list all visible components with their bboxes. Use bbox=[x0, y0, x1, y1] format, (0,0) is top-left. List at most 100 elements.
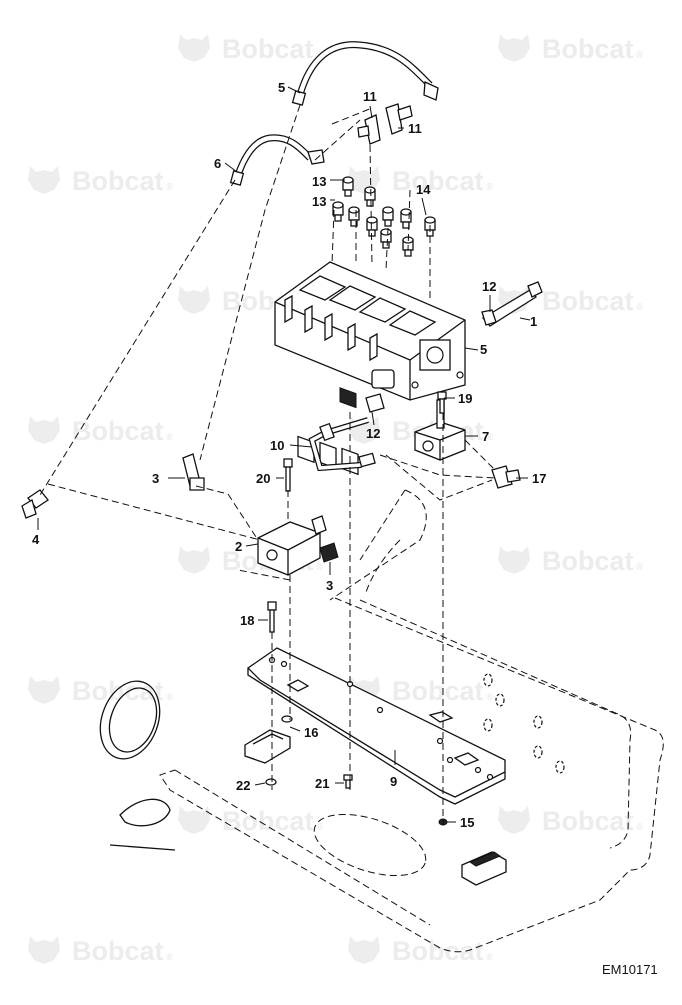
watermark-12: Bobcat® bbox=[178, 806, 324, 836]
bobcat-head-logo bbox=[498, 546, 530, 574]
callout-11-right: 11 bbox=[408, 121, 422, 136]
callout-3-left: 3 bbox=[152, 471, 159, 486]
watermark-layer: Bobcat®Bobcat®Bobcat®Bobcat®Bobcat®Bobca… bbox=[28, 34, 644, 966]
block-2 bbox=[257, 515, 339, 576]
watermark-15: Bobcat® bbox=[348, 936, 494, 966]
watermark-2: Bobcat® bbox=[28, 166, 174, 196]
watermark-registered-mark: ® bbox=[486, 952, 494, 963]
bobcat-head-logo bbox=[178, 34, 210, 62]
watermark-registered-mark: ® bbox=[166, 692, 174, 703]
watermark-1: Bobcat® bbox=[498, 34, 644, 64]
watermark-text: Bobcat bbox=[392, 676, 484, 706]
callout-3-right: 3 bbox=[326, 578, 333, 593]
hoses bbox=[229, 41, 439, 186]
callout-13-upper: 13 bbox=[312, 174, 326, 189]
callout-19: 19 bbox=[458, 391, 472, 406]
watermark-registered-mark: ® bbox=[166, 952, 174, 963]
watermark-registered-mark: ® bbox=[636, 302, 644, 313]
bobcat-head-logo bbox=[348, 936, 380, 964]
plug-fitting-1 bbox=[332, 201, 344, 222]
bobcat-head-logo bbox=[178, 806, 210, 834]
plug-fitting-3 bbox=[364, 186, 376, 207]
watermark-text: Bobcat bbox=[392, 166, 484, 196]
watermark-registered-mark: ® bbox=[486, 432, 494, 443]
callout-6: 7 bbox=[482, 429, 489, 444]
watermark-text: Bobcat bbox=[72, 416, 164, 446]
watermark-text: Bobcat bbox=[542, 546, 634, 576]
watermark-text: Bobcat bbox=[392, 936, 484, 966]
bobcat-head-logo bbox=[178, 286, 210, 314]
callout-2: 2 bbox=[235, 539, 242, 554]
callout-17: 17 bbox=[532, 471, 546, 486]
callout-22: 22 bbox=[236, 778, 250, 793]
callout-8: 6 bbox=[214, 156, 221, 171]
fitting-3-4 bbox=[21, 453, 205, 519]
valve-6 bbox=[414, 399, 466, 461]
plug-fitting-5 bbox=[382, 206, 394, 227]
callout-4: 4 bbox=[32, 532, 40, 547]
watermark-9: Bobcat® bbox=[498, 546, 644, 576]
watermark-3: Bobcat® bbox=[348, 166, 494, 196]
fitting-1 bbox=[481, 281, 543, 327]
fitting-12-lower bbox=[365, 393, 385, 413]
callout-12-lower: 12 bbox=[366, 426, 380, 441]
callout-13-lower: 13 bbox=[312, 194, 326, 209]
callout-1: 1 bbox=[530, 314, 537, 329]
watermark-registered-mark: ® bbox=[636, 562, 644, 573]
watermark-text: Bobcat bbox=[542, 806, 634, 836]
watermark-14: Bobcat® bbox=[28, 936, 174, 966]
watermark-text: Bobcat bbox=[222, 34, 314, 64]
watermark-10: Bobcat® bbox=[28, 676, 174, 706]
leader-lines bbox=[37, 86, 531, 823]
fittings-11 bbox=[357, 103, 413, 145]
callout-7: 5 bbox=[278, 80, 285, 95]
bobcat-head-logo bbox=[498, 34, 530, 62]
watermark-registered-mark: ® bbox=[316, 822, 324, 833]
watermark-registered-mark: ® bbox=[316, 562, 324, 573]
callout-labels: 5 6 11 11 13 13 14 12 1 5 19 12 7 10 3 2… bbox=[32, 80, 546, 830]
watermark-5: Bobcat® bbox=[498, 286, 644, 316]
mounting-plate bbox=[246, 647, 506, 805]
bobcat-head-logo bbox=[28, 676, 60, 704]
callout-16: 16 bbox=[304, 725, 318, 740]
watermark-text: Bobcat bbox=[72, 936, 164, 966]
bolts bbox=[265, 391, 448, 826]
bracket-16 bbox=[244, 729, 291, 764]
drawing-code: EM10171 bbox=[602, 962, 658, 977]
watermark-0: Bobcat® bbox=[178, 34, 324, 64]
watermark-text: Bobcat bbox=[72, 166, 164, 196]
watermark-text: Bobcat bbox=[542, 286, 634, 316]
watermark-13: Bobcat® bbox=[498, 806, 644, 836]
plug-fitting-0 bbox=[342, 176, 354, 197]
fitting-17 bbox=[491, 465, 521, 489]
callout-20: 20 bbox=[256, 471, 270, 486]
callout-5: 5 bbox=[480, 342, 487, 357]
plug-fitting-8 bbox=[380, 228, 392, 249]
callout-18: 18 bbox=[240, 613, 254, 628]
callout-12-upper: 12 bbox=[482, 279, 496, 294]
watermark-registered-mark: ® bbox=[486, 182, 494, 193]
tube-10 bbox=[308, 417, 376, 472]
watermark-registered-mark: ® bbox=[166, 432, 174, 443]
frame-outline bbox=[99, 489, 664, 953]
plug-fitting-6 bbox=[400, 208, 412, 229]
plug-fitting-4 bbox=[366, 216, 378, 237]
watermark-6: Bobcat® bbox=[28, 416, 174, 446]
watermark-registered-mark: ® bbox=[486, 692, 494, 703]
plug-fitting-2 bbox=[348, 206, 360, 227]
callout-15: 15 bbox=[460, 815, 474, 830]
bobcat-head-logo bbox=[498, 806, 530, 834]
callout-10: 10 bbox=[270, 438, 284, 453]
bobcat-head-logo bbox=[178, 546, 210, 574]
watermark-text: Bobcat bbox=[222, 806, 314, 836]
watermark-text: Bobcat bbox=[542, 34, 634, 64]
bobcat-head-logo bbox=[28, 936, 60, 964]
bobcat-head-logo bbox=[28, 166, 60, 194]
callout-11-top: 11 bbox=[363, 89, 377, 104]
watermark-registered-mark: ® bbox=[166, 182, 174, 193]
callout-14: 14 bbox=[416, 182, 431, 197]
callout-21: 21 bbox=[315, 776, 329, 791]
assembly-lines bbox=[39, 104, 496, 825]
callout-9: 9 bbox=[390, 774, 397, 789]
